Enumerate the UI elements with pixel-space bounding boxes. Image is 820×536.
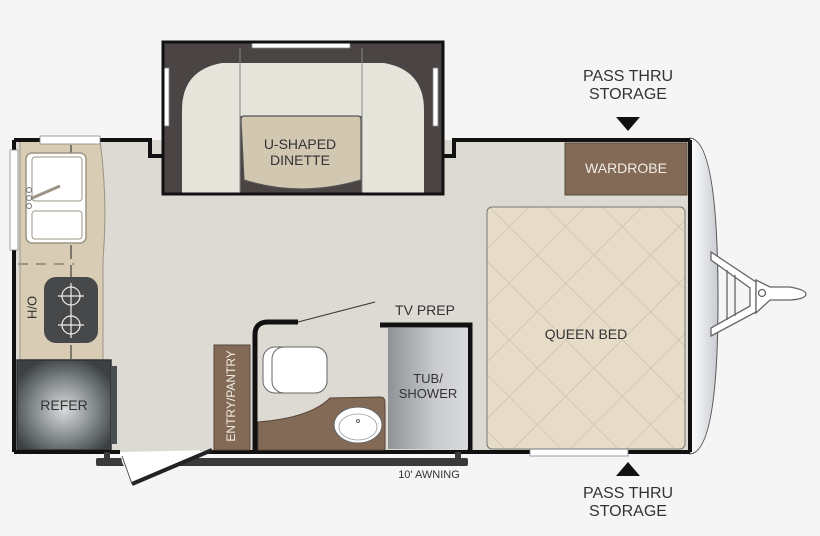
pass-thru-bottom-line1: PASS THRU [582,485,674,502]
wardrobe-label: WARDROBE [585,160,667,176]
overhead-label: O/H [24,295,40,320]
entry-pantry-label: ENTRY/PANTRY [224,350,239,442]
pass-thru-storage-top-label: PASS THRU STORAGE [568,68,688,105]
arrow-down-icon [616,117,640,131]
dinette-label: U-SHAPED DINETTE [240,136,360,168]
refer-label: REFER [40,397,88,413]
dinette-table [240,115,362,190]
hitch-icon [710,250,807,338]
bathroom-sink-icon [333,406,383,444]
entry-door [120,448,213,486]
bathroom-walls [252,319,473,450]
dinette-label-line2: DINETTE [270,152,330,169]
pass-thru-top-line1: PASS THRU [582,68,674,85]
pass-thru-top-line2: STORAGE [589,86,667,104]
stove-icon [44,277,98,343]
tub-shower-line2: SHOWER [398,385,458,401]
awning-label: 10' AWNING [398,469,460,481]
refrigerator [16,359,112,451]
tv-prep-line [297,301,376,323]
sink-icon [25,152,87,244]
window [9,149,19,251]
wardrobe [564,142,688,196]
tv-prep-label: TV PREP [395,302,455,318]
window [39,135,101,145]
queen-bed-label: QUEEN BED [544,326,628,342]
entry-pantry [213,344,251,451]
pass-thru-bottom-line2: STORAGE [589,503,667,521]
arrow-up-icon [616,462,640,476]
tub-shower-label: TUB/ SHOWER [388,371,468,402]
queen-bed [486,206,686,450]
toilet-icon [262,346,328,394]
dinette-label-line1: U-SHAPED [263,136,337,152]
tub-shower [388,328,468,449]
tub-shower-line1: TUB/ [413,371,443,386]
pass-thru-storage-bottom-label: PASS THRU STORAGE [568,485,688,522]
front-cap [689,137,719,455]
